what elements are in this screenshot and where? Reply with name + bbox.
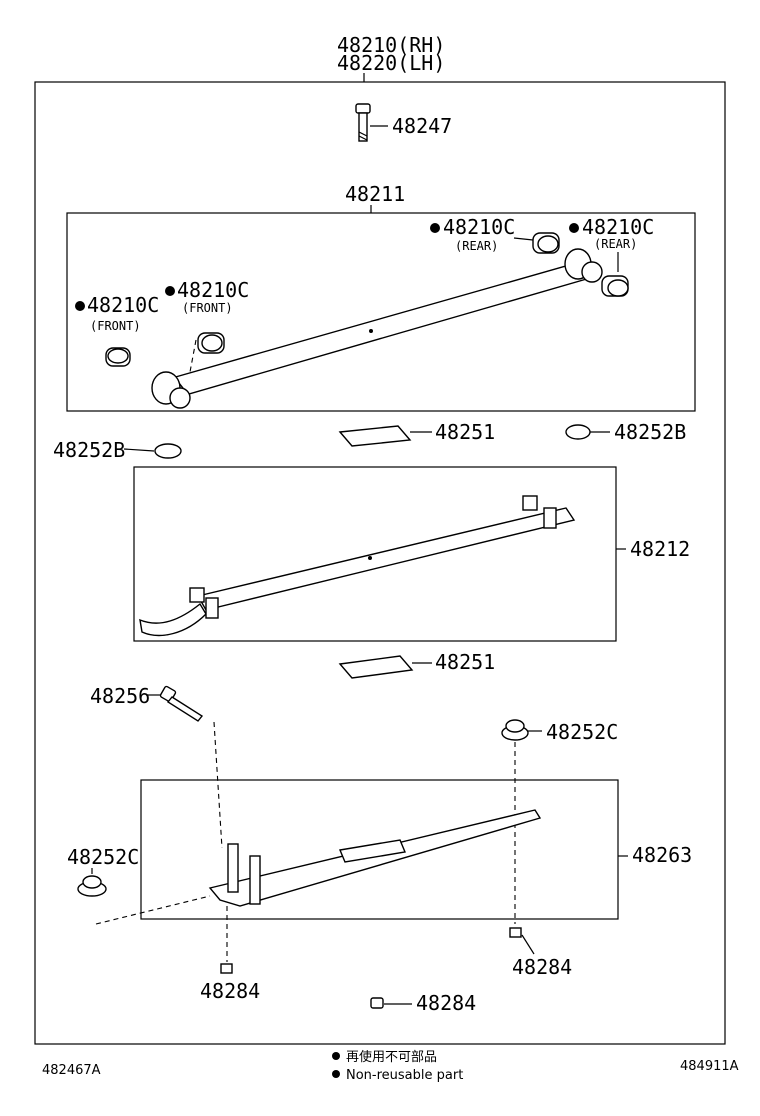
nut-right-label: 48284 bbox=[512, 955, 572, 979]
bushing-front-1-label: 48210C bbox=[87, 293, 159, 317]
second-leaf-spring bbox=[139, 495, 626, 637]
stopper-right-48252C bbox=[501, 719, 542, 924]
bolt-lower-label: 48256 bbox=[90, 684, 150, 708]
bushing-rear-2 bbox=[601, 252, 629, 297]
nut-right-48284 bbox=[509, 927, 535, 955]
bumper-left-48252B bbox=[123, 443, 182, 459]
non-reusable-mark-icon bbox=[75, 301, 85, 311]
bumper-left-label: 48252B bbox=[53, 438, 125, 462]
bushing-rear-1-note: (REAR) bbox=[455, 239, 498, 253]
bushing-rear-2-label: 48210C bbox=[582, 215, 654, 239]
pad-upper-48251 bbox=[338, 425, 432, 447]
legend-line-1: 再使用不可部品 bbox=[346, 1049, 437, 1065]
third-leaf-label: 48263 bbox=[632, 843, 692, 867]
bolt-top-label: 48247 bbox=[392, 114, 452, 138]
third-leaf-spring bbox=[208, 809, 628, 907]
second-leaf-label: 48212 bbox=[630, 537, 690, 561]
legend-bullet-icon bbox=[332, 1052, 340, 1060]
legend-line-2: Non-reusable part bbox=[346, 1068, 463, 1083]
bolt-48247 bbox=[355, 103, 388, 142]
nut-bottom-48284 bbox=[370, 997, 412, 1009]
footer-right-code: 484911A bbox=[680, 1059, 739, 1074]
bushing-rear-2-note: (REAR) bbox=[594, 237, 637, 251]
bumper-right-label: 48252B bbox=[614, 420, 686, 444]
main-leaf-spring bbox=[151, 248, 603, 409]
assembly-lh-label: 48220(LH) bbox=[337, 51, 445, 75]
bushing-front-1-note: (FRONT) bbox=[90, 319, 141, 333]
non-reusable-mark-icon bbox=[165, 286, 175, 296]
footer-left-code: 482467A bbox=[42, 1063, 101, 1078]
stopper-right-label: 48252C bbox=[546, 720, 618, 744]
second-leaf-frame bbox=[133, 466, 617, 642]
main-leaf-frame bbox=[66, 212, 696, 412]
pad-lower-label: 48251 bbox=[435, 650, 495, 674]
bushing-rear-1-label: 48210C bbox=[443, 215, 515, 239]
nut-bottom-label: 48284 bbox=[416, 991, 476, 1015]
bolt-48256 bbox=[146, 685, 223, 849]
bumper-right-48252B bbox=[565, 424, 610, 440]
legend-bullet-icon bbox=[332, 1070, 340, 1078]
bushing-front-2 bbox=[189, 332, 225, 373]
non-reusable-mark-icon bbox=[430, 223, 440, 233]
bushing-front-1 bbox=[105, 347, 131, 367]
pad-upper-label: 48251 bbox=[435, 420, 495, 444]
non-reusable-mark-icon bbox=[569, 223, 579, 233]
stopper-left-label: 48252C bbox=[67, 845, 139, 869]
third-leaf-frame bbox=[140, 779, 619, 920]
assembly-frame bbox=[34, 81, 726, 1045]
main-leaf-label: 48211 bbox=[345, 182, 405, 206]
nut-left-48284 bbox=[220, 906, 233, 974]
assembly-rh-label: 48210(RH) bbox=[337, 33, 445, 57]
bushing-front-2-label: 48210C bbox=[177, 278, 249, 302]
bushing-front-2-note: (FRONT) bbox=[182, 301, 233, 315]
pad-lower-48251 bbox=[338, 655, 432, 679]
nut-left-label: 48284 bbox=[200, 979, 260, 1003]
bushing-rear-1 bbox=[513, 232, 560, 254]
stopper-left-48252C bbox=[77, 868, 211, 925]
